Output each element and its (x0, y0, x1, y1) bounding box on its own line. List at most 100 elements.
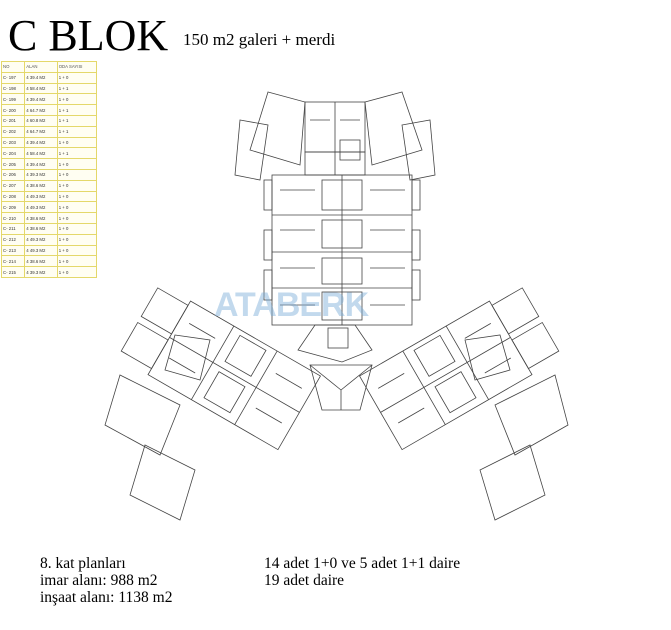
unit-area: 4 38.6 M2 (24, 222, 58, 235)
unit-number: C- 208 (0, 190, 26, 203)
central-tower (263, 174, 421, 326)
unit-number: C- 205 (0, 158, 26, 170)
right-wing (359, 287, 560, 451)
unit-rooms: 1 + 0 (56, 190, 98, 203)
unit-rooms: 1 + 1 (56, 147, 98, 160)
zoning-area: imar alanı: 988 m2 (40, 572, 158, 589)
unit-rooms: 1 + 0 (56, 201, 98, 214)
unit-number: C- 197 (0, 71, 26, 84)
unit-area: 4 39.3 M2 (24, 168, 58, 181)
unit-rooms: 1 + 0 (56, 266, 98, 278)
unit-rooms: 1 + 0 (56, 158, 98, 170)
unit-number: C- 199 (0, 93, 26, 106)
column-header-no: NO (0, 61, 26, 73)
floor-label: 8. kat planları (40, 555, 126, 572)
column-header-rooms: ODA SAYISI (56, 61, 98, 73)
watermark-logo: ATABERK (214, 286, 369, 324)
unit-area: 4 38.6 M2 (24, 179, 58, 192)
unit-rooms: 1 + 0 (56, 233, 98, 246)
unit-rooms: 1 + 1 (56, 125, 98, 138)
unit-number: C- 204 (0, 147, 26, 160)
unit-area: 4 39.4 M2 (24, 93, 58, 106)
unit-area: 4 39.4 M2 (24, 136, 58, 149)
unit-number: C- 200 (0, 104, 26, 116)
unit-area: 4 49.3 M2 (24, 233, 58, 246)
floor-plan (104, 91, 569, 521)
left-wing (120, 287, 321, 451)
unit-area: 4 49.3 M2 (24, 201, 58, 214)
stair-core (297, 324, 373, 411)
unit-table-header: NO ALAN ODA SAYISI (0, 61, 98, 73)
left-wing-terraces (104, 334, 211, 521)
unit-area: 4 64.7 M2 (24, 125, 58, 138)
unit-area: 4 49.3 M2 (24, 244, 58, 257)
top-wing (234, 91, 436, 181)
unit-number: C- 209 (0, 201, 26, 214)
unit-area: 4 38.6 M2 (24, 212, 58, 224)
right-wing-terraces (464, 334, 569, 521)
unit-number: C- 215 (0, 266, 26, 278)
unit-number: C- 201 (0, 114, 26, 127)
unit-summary: 14 adet 1+0 ve 5 adet 1+1 daire 19 adet … (264, 555, 460, 589)
unit-area: 4 38.6 M2 (24, 255, 58, 268)
unit-rooms: 1 + 0 (56, 222, 98, 235)
unit-number: C- 210 (0, 212, 26, 224)
unit-number: C- 207 (0, 179, 26, 192)
unit-rooms: 1 + 1 (56, 114, 98, 127)
unit-rooms: 1 + 0 (56, 179, 98, 192)
unit-total: 19 adet daire (264, 572, 345, 589)
unit-area: 4 58.4 M2 (24, 147, 58, 160)
unit-rooms: 1 + 0 (56, 136, 98, 149)
unit-number: C- 206 (0, 168, 26, 181)
unit-number: C- 212 (0, 233, 26, 246)
unit-rooms: 1 + 0 (56, 212, 98, 224)
unit-area: 4 39.3 M2 (24, 266, 58, 278)
unit-area: 4 39.4 M2 (24, 71, 58, 84)
column-header-area: ALAN (24, 61, 58, 73)
unit-number: C- 198 (0, 82, 26, 95)
unit-area: 4 64.7 M2 (24, 104, 58, 116)
unit-number: C- 203 (0, 136, 26, 149)
unit-area: 4 60.8 M2 (24, 114, 58, 127)
unit-number: C- 202 (0, 125, 26, 138)
unit-rooms: 1 + 0 (56, 71, 98, 84)
unit-rooms: 1 + 0 (56, 93, 98, 106)
construction-area: inşaat alanı: 1138 m2 (40, 589, 173, 606)
floor-info: 8. kat planları imar alanı: 988 m2 inşaa… (40, 555, 172, 606)
block-title: C BLOK (8, 11, 169, 60)
unit-rooms: 1 + 1 (56, 104, 98, 116)
block-subtitle: 150 m2 galeri + merdi (183, 30, 336, 49)
unit-rooms: 1 + 0 (56, 244, 98, 257)
unit-rooms: 1 + 1 (56, 82, 98, 95)
unit-area: 4 58.4 M2 (24, 82, 58, 95)
unit-rooms: 1 + 0 (56, 168, 98, 181)
unit-breakdown: 14 adet 1+0 ve 5 adet 1+1 daire (264, 555, 461, 572)
unit-number: C- 211 (0, 222, 26, 235)
unit-area: 4 49.3 M2 (24, 190, 58, 203)
unit-number: C- 214 (0, 255, 26, 268)
unit-rooms: 1 + 0 (56, 255, 98, 268)
unit-area: 4 39.4 M2 (24, 158, 58, 170)
unit-number: C- 213 (0, 244, 26, 257)
